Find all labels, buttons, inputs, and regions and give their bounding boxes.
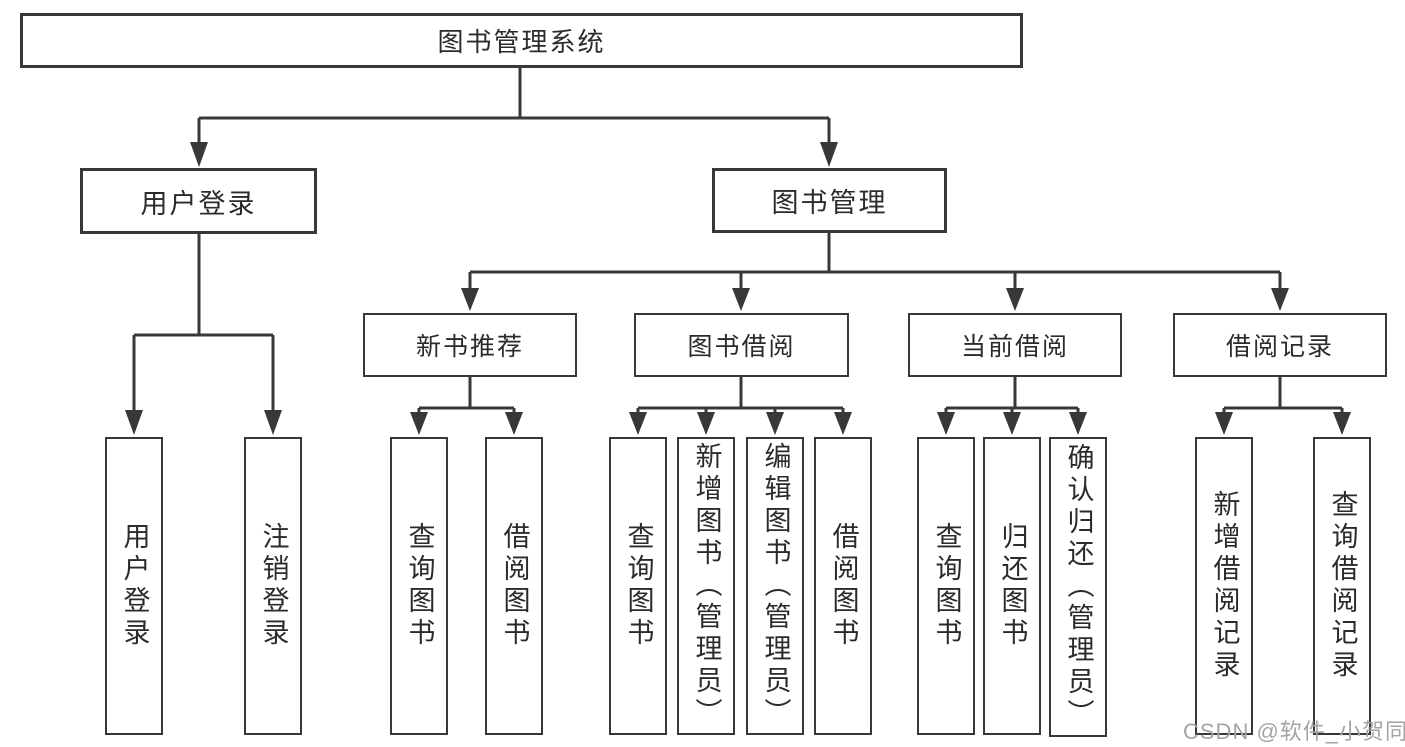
arrowhead [834,412,852,435]
arrowhead [697,412,715,435]
node-label: 图书借阅 [687,333,796,361]
arrowhead [1006,288,1024,311]
node-leaf-query-books-1: 查询图书 [390,437,448,735]
node-system-root: 图书管理系统 [20,13,1023,68]
node-label: 当前借阅 [960,333,1069,361]
node-leaf-add-borrow-record: 新增借阅记录 [1195,437,1253,735]
node-leaf-query-borrow-record: 查询借阅记录 [1313,437,1371,735]
node-leaf-confirm-return-admin: 确认归还（管理员） [1049,437,1107,737]
arrowhead [1003,412,1021,435]
arrowhead [766,412,784,435]
node-label: 新增图书（管理员） [691,442,722,730]
node-label: 归还图书 [997,522,1028,650]
node-label: 借阅记录 [1225,333,1334,361]
node-current-borrowing: 当前借阅 [908,313,1122,377]
arrowhead [125,410,143,435]
arrowhead [937,412,955,435]
arrowheads [125,142,1351,435]
node-label: 图书管理 [771,188,888,218]
node-leaf-add-books-admin: 新增图书（管理员） [677,437,735,735]
node-user-login: 用户登录 [80,168,317,234]
csdn-watermark: CSDN @软件_小贺同学 [1183,719,1405,744]
arrowhead [1215,412,1233,435]
node-label: 查询图书 [931,522,962,650]
arrowhead [1271,288,1289,311]
node-label: 注销登录 [258,522,289,650]
node-leaf-query-books-2: 查询图书 [609,437,667,735]
arrowhead [732,288,750,311]
arrowhead [505,412,523,435]
node-leaf-logout: 注销登录 [244,437,302,735]
arrowhead [461,288,479,311]
node-leaf-edit-books-admin: 编辑图书（管理员） [746,437,804,735]
node-label: 借阅图书 [828,522,859,650]
node-label: 用户登录 [119,522,150,650]
node-label: 新书推荐 [415,333,524,361]
node-label: 新增借阅记录 [1209,490,1240,682]
node-book-management: 图书管理 [712,168,947,233]
node-label: 查询借阅记录 [1327,490,1358,682]
node-label: 用户登录 [140,188,257,219]
node-label: 查询图书 [623,522,654,650]
arrowhead [629,412,647,435]
node-leaf-user-login: 用户登录 [105,437,163,735]
node-leaf-borrow-books-2: 借阅图书 [814,437,872,735]
node-leaf-return-books: 归还图书 [983,437,1041,735]
node-label: 借阅图书 [499,522,530,650]
arrowhead [264,410,282,435]
node-leaf-borrow-books-1: 借阅图书 [485,437,543,735]
node-new-book-recommend: 新书推荐 [363,313,577,377]
arrowhead [820,142,838,167]
node-label: 编辑图书（管理员） [760,442,791,730]
arrowhead [410,412,428,435]
node-borrow-records: 借阅记录 [1173,313,1387,377]
arrowhead [1069,412,1087,435]
node-label: 确认归还（管理员） [1063,443,1094,731]
node-label: 图书管理系统 [437,27,606,57]
arrowhead [190,142,208,167]
node-label: 查询图书 [404,522,435,650]
arrowhead [1333,412,1351,435]
node-leaf-query-books-3: 查询图书 [917,437,975,735]
node-book-borrowing: 图书借阅 [634,313,849,377]
